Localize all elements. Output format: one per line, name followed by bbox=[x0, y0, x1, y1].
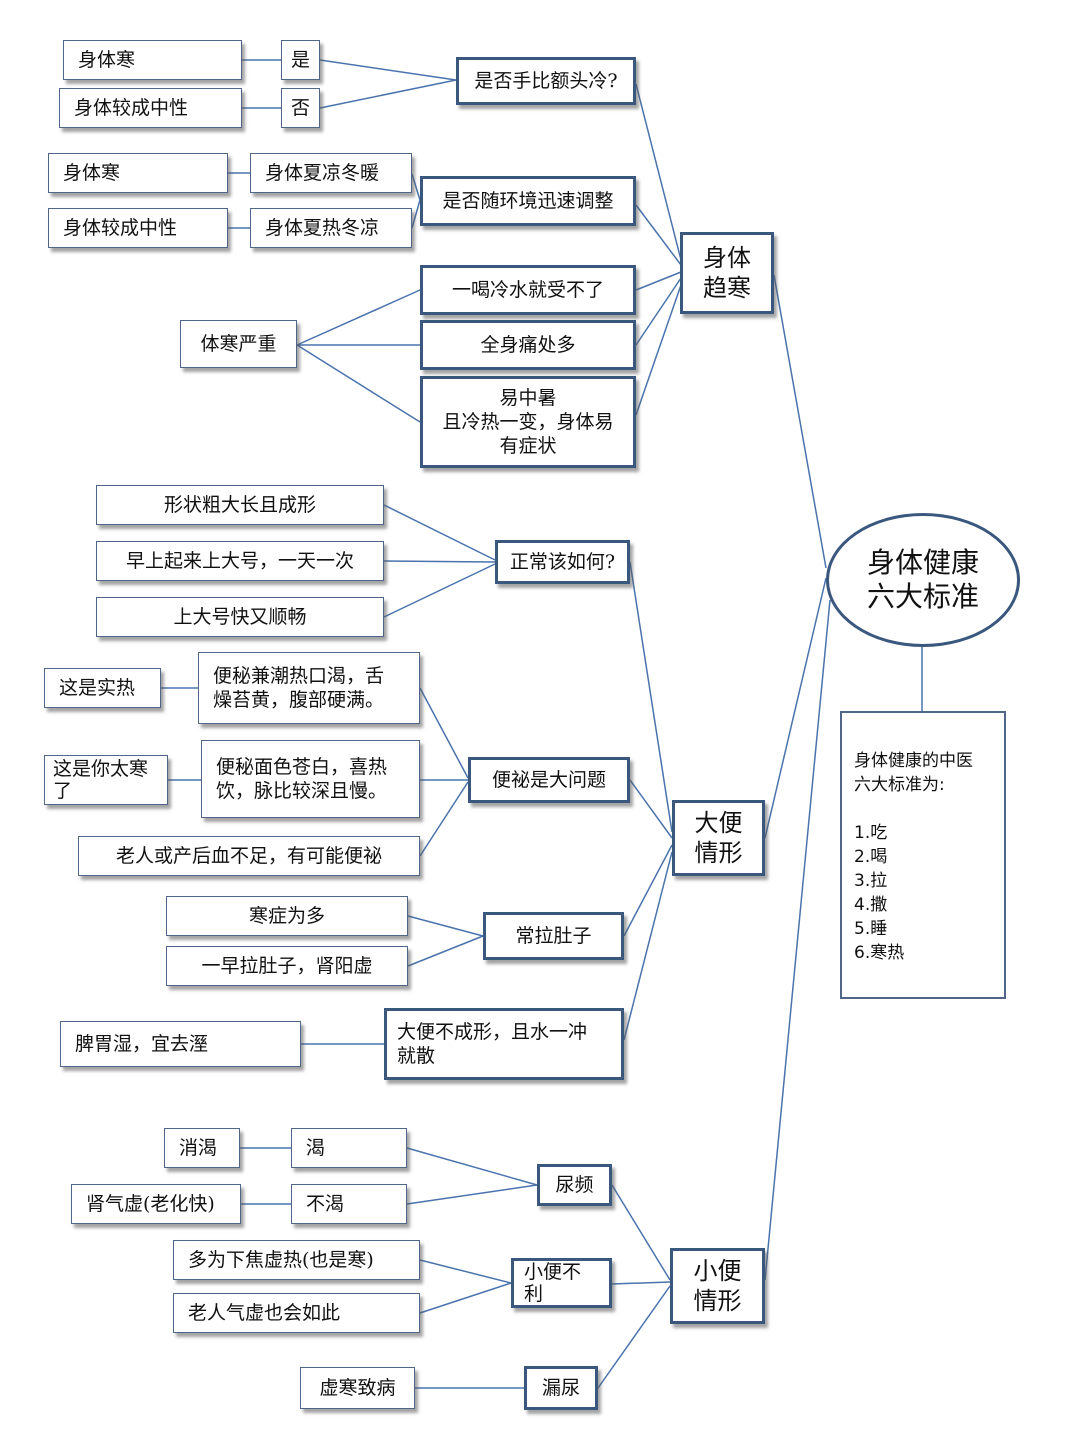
constipation-cold-symptoms: 便秘面色苍白，喜热饮，脉比较深且慢。 bbox=[201, 740, 420, 818]
cold-question-hands: 是否手比额头冷? bbox=[456, 57, 636, 105]
normal-timing: 早上起来上大号，一天一次 bbox=[96, 541, 384, 581]
standard-item: 6.寒热 bbox=[854, 943, 905, 963]
branch-cold: 身体趋寒 bbox=[680, 232, 774, 314]
branch-stool: 大便情形 bbox=[672, 800, 765, 876]
result-deficiency-cold: 虚寒致病 bbox=[300, 1367, 415, 1409]
loose-stool: 大便不成形，且水一冲就散 bbox=[384, 1008, 624, 1080]
not-thirsty: 不渴 bbox=[291, 1184, 407, 1224]
thirsty: 渴 bbox=[291, 1128, 407, 1168]
constipation-hot-symptoms: 便秘兼潮热口渴，舌燥苔黄，腹部硬满。 bbox=[198, 652, 420, 724]
branch-urine: 小便情形 bbox=[670, 1248, 765, 1324]
result-real-heat: 这是实热 bbox=[44, 668, 161, 708]
result-kidney-qi-deficiency: 肾气虚(老化快) bbox=[71, 1184, 241, 1224]
symptom-body-pain: 全身痛处多 bbox=[420, 320, 636, 370]
standards-intro: 六大标准为: bbox=[854, 775, 945, 795]
frequent-urination: 尿频 bbox=[537, 1164, 612, 1206]
root-node: 身体健康六大标准 bbox=[826, 513, 1020, 647]
incontinence: 漏尿 bbox=[524, 1366, 598, 1410]
cold-question-adjust: 是否随环境迅速调整 bbox=[420, 176, 636, 226]
standard-item: 5.睡 bbox=[854, 919, 888, 939]
result-damp-spleen: 脾胃湿，宜去溼 bbox=[60, 1021, 301, 1067]
standards-note: 身体健康的中医 六大标准为: 1.吃 2.喝 3.拉 4.撒 5.睡 6.寒热 bbox=[840, 711, 1006, 999]
standard-item: 4.撒 bbox=[854, 895, 888, 915]
diarrhea-cold: 寒症为多 bbox=[166, 896, 408, 936]
result-body-neutral: 身体较成中性 bbox=[59, 88, 242, 128]
normal-shape: 形状粗大长且成形 bbox=[96, 485, 384, 525]
result-too-cold: 这是你太寒了 bbox=[44, 755, 168, 805]
result-body-cold: 身体寒 bbox=[63, 40, 242, 80]
answer-no: 否 bbox=[281, 88, 320, 128]
answer-yes: 是 bbox=[281, 40, 320, 80]
difficult-elderly: 老人气虚也会如此 bbox=[173, 1293, 420, 1333]
severe-cold: 体寒严重 bbox=[180, 320, 297, 368]
standards-intro: 身体健康的中医 bbox=[854, 751, 973, 771]
difficult-lower-jiao: 多为下焦虚热(也是寒) bbox=[173, 1240, 420, 1280]
normal-smooth: 上大号快又顺畅 bbox=[96, 597, 384, 637]
result-body-neutral: 身体较成中性 bbox=[48, 208, 228, 248]
diarrhea-morning: 一早拉肚子，肾阳虚 bbox=[166, 946, 408, 986]
standard-item: 2.喝 bbox=[854, 847, 888, 867]
standard-item: 3.拉 bbox=[854, 871, 888, 891]
symptom-heatstroke: 易中暑且冷热一变，身体易有症状 bbox=[420, 376, 636, 468]
constipation-elderly: 老人或产后血不足，有可能便祕 bbox=[78, 836, 420, 876]
difficult-urination: 小便不利 bbox=[511, 1258, 612, 1308]
frequent-diarrhea: 常拉肚子 bbox=[483, 912, 624, 960]
standard-item: 1.吃 bbox=[854, 823, 888, 843]
option-summer-hot: 身体夏热冬凉 bbox=[250, 208, 412, 248]
constipation: 便祕是大问题 bbox=[468, 757, 630, 803]
result-quench-thirst: 消渴 bbox=[164, 1128, 240, 1168]
symptom-cold-water: 一喝冷水就受不了 bbox=[420, 265, 636, 315]
stool-normal-question: 正常该如何? bbox=[495, 540, 630, 584]
result-body-cold: 身体寒 bbox=[48, 153, 228, 193]
option-summer-cool: 身体夏凉冬暖 bbox=[250, 153, 412, 193]
